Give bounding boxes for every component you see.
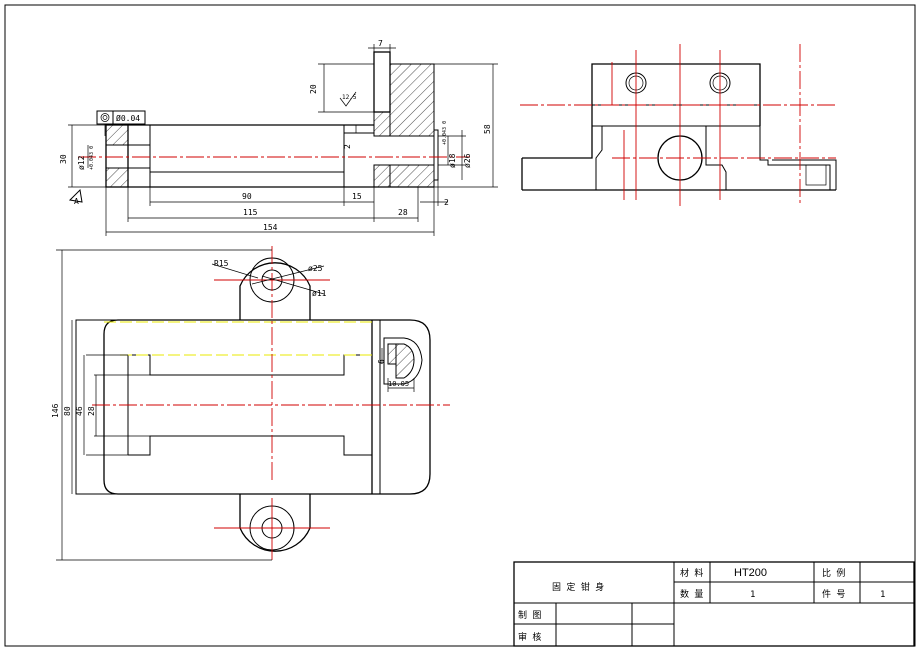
- dim-28b: 28: [87, 406, 96, 416]
- scale-label: 比 例: [822, 567, 845, 579]
- jaw-notch: [373, 51, 391, 113]
- dim-phi25: ø25: [308, 264, 323, 273]
- part-no-label: 件 号: [822, 588, 845, 600]
- tolerance-value: Ø0.04: [116, 113, 140, 123]
- roughness-symbol: 12.5: [342, 94, 357, 101]
- lower-boss: [239, 494, 311, 552]
- dim-30: 30: [59, 154, 68, 164]
- front-left-hatch-top: [105, 124, 129, 146]
- tolerance-frame: [96, 110, 146, 125]
- side-view: [520, 44, 837, 206]
- datum-label: A: [74, 197, 79, 206]
- dim-46: 46: [75, 406, 84, 416]
- dim-phi12: ø12: [77, 155, 86, 170]
- dim-58: 58: [483, 124, 492, 134]
- dim-20: 20: [309, 84, 318, 94]
- quantity-label: 数 量: [680, 588, 703, 600]
- title-block: 固 定 钳 身 材 料 HT200 比 例 数 量 1 件 号 1 制 图 审 …: [513, 561, 915, 647]
- drawn-label: 制 图: [518, 609, 541, 621]
- dim-28a: 28: [398, 208, 408, 217]
- dim-154: 154: [263, 223, 278, 232]
- material-value: HT200: [734, 567, 767, 579]
- checked-label: 审 核: [518, 631, 541, 643]
- top-view: 146 80 46 28 R15 ø25 ø11 6 10.05: [51, 246, 450, 561]
- dim-2b: 2: [444, 198, 449, 207]
- dim-80: 80: [63, 406, 72, 416]
- part-name: 固 定 钳 身: [552, 581, 604, 593]
- front-section-view: 7 20 58 30 ø12 +0.043 0 2 ø18 +0.043 0 ø…: [59, 39, 498, 236]
- dim-phi26: ø26: [463, 153, 472, 168]
- datum-icon: [68, 188, 83, 203]
- dim-2a: 2: [343, 144, 352, 149]
- quantity-value: 1: [750, 590, 755, 600]
- sheet-border: [4, 4, 916, 647]
- dim-r15: R15: [214, 259, 229, 268]
- upper-boss: [239, 262, 311, 320]
- dim-15: 15: [352, 192, 362, 201]
- concentricity-icon: [100, 113, 110, 122]
- dim-146: 146: [51, 403, 60, 418]
- dim-phi12-tol: +0.043 0: [89, 146, 95, 170]
- part-no-value: 1: [880, 590, 885, 600]
- dim-10-05: 10.05: [388, 380, 409, 388]
- dim-phi18: ø18: [448, 153, 457, 168]
- dim-90: 90: [242, 192, 252, 201]
- dim-phi11: ø11: [312, 289, 327, 298]
- dim-phi18-tol: +0.043 0: [442, 121, 448, 145]
- jaw-hatch: [389, 63, 435, 188]
- dim-6: 6: [377, 359, 386, 364]
- material-label: 材 料: [680, 567, 703, 579]
- dim-115: 115: [243, 208, 258, 217]
- front-left-hatch-bottom: [105, 167, 129, 188]
- dim-7: 7: [378, 39, 383, 48]
